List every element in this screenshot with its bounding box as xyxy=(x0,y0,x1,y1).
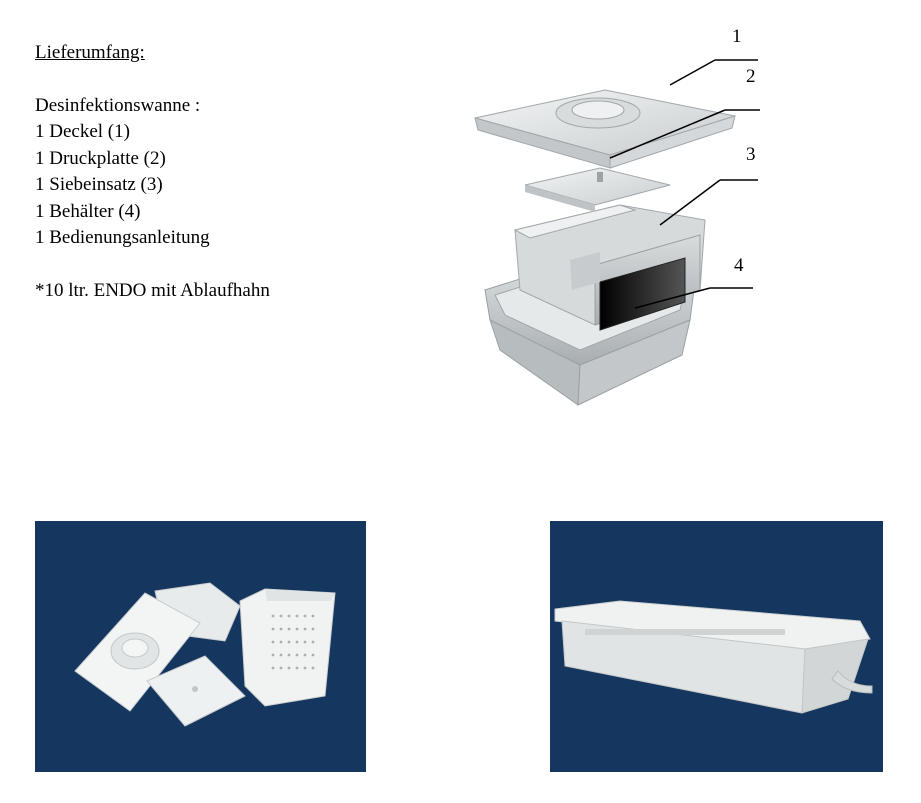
callout-line-3 xyxy=(659,179,721,226)
callout-2: 2 xyxy=(746,66,756,87)
callout-3: 3 xyxy=(746,144,756,165)
callout-line-4 xyxy=(634,287,711,309)
scope-of-delivery: Lieferumfang: Desinfektionswanne : 1 Dec… xyxy=(35,40,415,304)
sieve-insert xyxy=(513,204,706,331)
photo-parts-drawing xyxy=(74,582,336,727)
list-item: 1 Siebeinsatz (3) xyxy=(35,174,163,195)
scope-heading: Lieferumfang: xyxy=(35,42,145,63)
callout-line-2 xyxy=(609,109,726,159)
list-item: 1 Behälter (4) xyxy=(35,200,141,222)
product-name: Desinfektionswanne : xyxy=(35,94,201,116)
list-item: 1 Druckplatte (2) xyxy=(35,147,166,169)
photo-endo-tub-drawing xyxy=(554,600,873,714)
list-item: 1 Deckel (1) xyxy=(35,121,130,142)
list-item: 1 Bedienungsanleitung xyxy=(35,227,210,248)
lid xyxy=(474,89,736,169)
callout-1: 1 xyxy=(732,26,742,47)
pressure-plate xyxy=(524,167,671,212)
photo-parts xyxy=(35,521,366,772)
callout-4: 4 xyxy=(734,255,744,276)
exploded-diagram-drawing xyxy=(474,59,760,406)
exploded-diagram: 1 2 3 4 xyxy=(460,20,790,420)
callout-line-1 xyxy=(669,59,716,86)
footnote: *10 ltr. ENDO mit Ablaufhahn xyxy=(35,279,270,301)
photo-endo-tub xyxy=(550,521,883,772)
